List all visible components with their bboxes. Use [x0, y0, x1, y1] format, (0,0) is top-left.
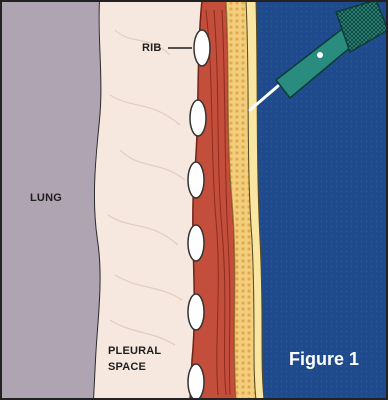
pleural-space-region	[94, 0, 202, 400]
rib	[190, 100, 206, 136]
pleural-space-label-line2: SPACE	[108, 359, 161, 375]
rib	[188, 162, 204, 198]
rib-label: RIB	[142, 40, 162, 56]
figure-caption: Figure 1	[289, 349, 359, 370]
rib	[188, 364, 204, 400]
rib	[188, 294, 204, 330]
rib	[188, 225, 204, 261]
pleural-space-label: PLEURAL SPACE	[108, 343, 161, 375]
pleural-space-label-line1: PLEURAL	[108, 343, 161, 359]
rib	[194, 30, 210, 66]
lung-label: LUNG	[30, 190, 62, 206]
